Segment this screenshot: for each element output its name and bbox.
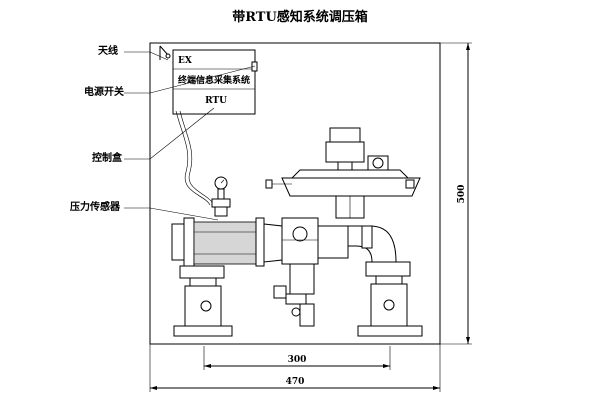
regulator-head [265,127,421,219]
diagram-title: 带RTU感知系统调压箱 [232,9,368,25]
pressure-gauge-icon [211,176,231,217]
callout-antenna: 天线 [98,44,118,57]
dimension-label-500: 500 [457,185,467,204]
sensor-cable [175,110,211,206]
dimension-label-300: 300 [288,355,307,365]
outlet-elbow [347,225,397,263]
leader-lines [124,51,256,221]
system-label: 终端信息采集系统 [177,74,250,86]
leader-antenna [124,51,169,61]
ex-label: EX [178,56,192,66]
valve-body [273,217,349,327]
sensor-cable [179,110,215,206]
leader-power-switch [124,65,256,94]
callout-power-switch: 电源开关 [84,85,124,98]
control-box: EX 终端信息采集系统 RTU [172,49,256,115]
rtu-label: RTU [205,96,227,106]
support-stand-left [173,265,233,337]
antenna-icon [159,45,171,60]
support-stand-right [357,261,423,337]
leader-pressure-sensor [124,207,219,221]
callout-control-box: 控制盒 [92,151,123,164]
control-box-frame [172,49,256,115]
dimension-label-470: 470 [286,377,305,387]
leader-control-box [124,107,215,160]
dimension-300: 300 [203,346,391,370]
cabinet-outline [149,42,441,345]
filter-body [171,217,283,267]
dimension-500: 500 [440,42,472,345]
callout-pressure-sensor: 压力传感器 [70,200,121,213]
dimension-470: 470 [149,344,441,392]
